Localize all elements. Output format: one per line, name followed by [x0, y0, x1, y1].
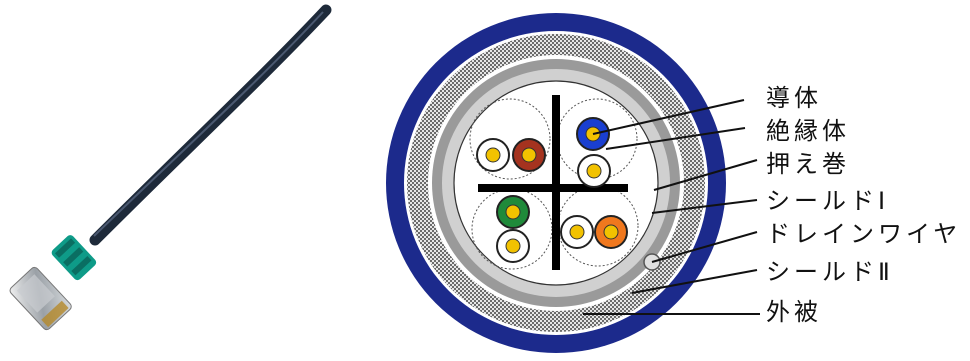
label-binder-tape: 押え巻	[766, 150, 850, 178]
label-insulation: 絶縁体	[766, 117, 850, 145]
wire-orange	[595, 216, 627, 248]
ethernet-patch-cable-icon	[8, 10, 326, 331]
cross-separator-vertical	[552, 95, 560, 270]
wire-white-bottom-left	[497, 230, 529, 262]
label-conductor: 導体	[766, 84, 822, 112]
wire-white-top-left	[477, 139, 509, 171]
cross-separator-horizontal	[478, 184, 628, 192]
rj45-plug	[8, 266, 73, 332]
label-outer-jacket: 外被	[766, 298, 822, 326]
wire-green	[497, 196, 529, 228]
wire-white-top-right	[578, 155, 610, 187]
label-shield-1: シールドⅠ	[766, 187, 889, 215]
wire-white-bottom-right	[561, 216, 593, 248]
label-drain-wire: ドレインワイヤ	[766, 220, 961, 248]
label-shield-2: シールドⅡ	[766, 258, 894, 286]
wire-brown	[513, 139, 545, 171]
